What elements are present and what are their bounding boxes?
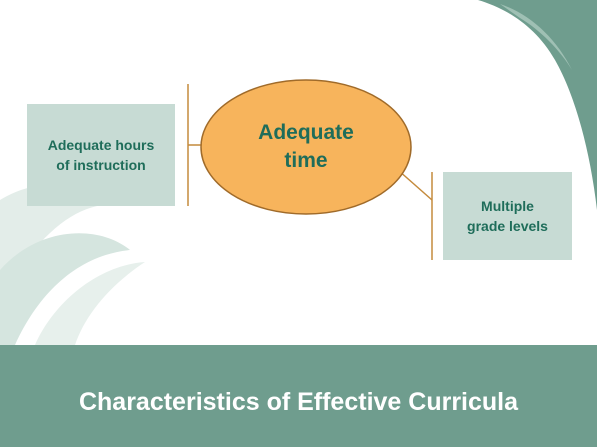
center-label-line1: Adequate — [258, 121, 354, 144]
left-box-line2: of instruction — [56, 157, 146, 173]
right-box-line2: grade levels — [467, 218, 548, 234]
left-box: Adequate hours of instruction — [27, 104, 175, 206]
right-box: Multiple grade levels — [443, 172, 572, 260]
left-leaf-swoosh-3 — [35, 262, 145, 345]
center-ellipse-label: Adequate time — [230, 112, 382, 182]
left-leaf-swoosh-2 — [0, 233, 130, 345]
top-right-swoosh — [478, 0, 597, 210]
left-box-line1: Adequate hours — [47, 137, 155, 153]
right-connector-line — [397, 169, 433, 201]
center-label-line2: time — [284, 149, 328, 172]
footer-band: Characteristics of Effective Curricula — [0, 345, 597, 447]
center-ellipse — [200, 79, 412, 215]
slide-title: Characteristics of Effective Curricula — [78, 387, 519, 416]
left-leaf-swoosh-1 — [0, 183, 120, 300]
right-box-line1: Multiple — [481, 198, 534, 214]
